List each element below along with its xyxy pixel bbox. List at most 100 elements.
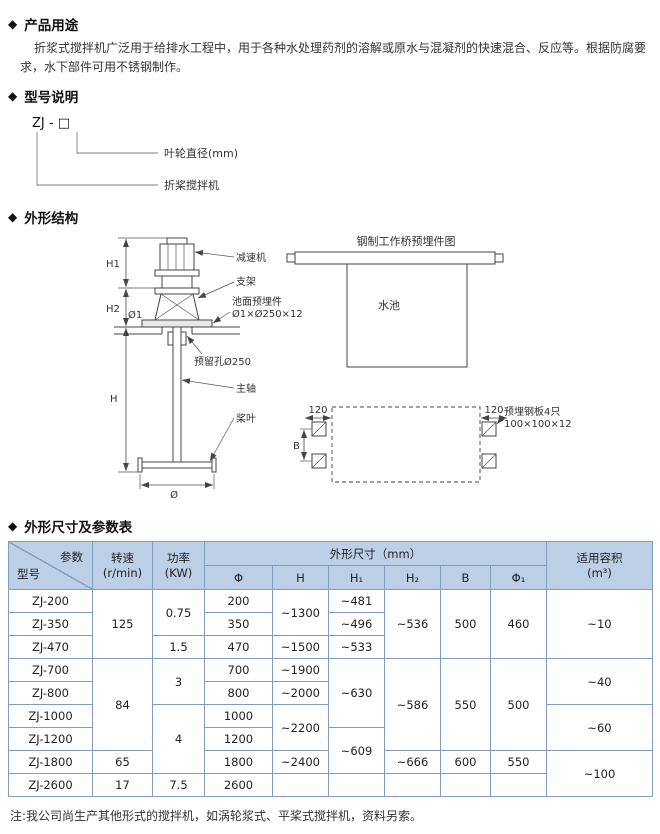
value-cell: ~586	[384, 658, 441, 752]
model-cell: ZJ-2600	[8, 773, 93, 798]
value-cell: 500	[440, 589, 491, 660]
work-bridge	[294, 251, 496, 265]
value-cell: 1000	[204, 704, 273, 729]
subheader-b: B	[440, 565, 491, 591]
diamond-icon: ◆	[8, 210, 18, 225]
diagonal-divider	[9, 542, 92, 589]
corner-header-cell: 参数 型号	[8, 541, 93, 591]
value-cell: 550	[440, 658, 491, 752]
value-cell: ~2400	[272, 750, 329, 775]
value-cell: 125	[92, 589, 153, 660]
model-cell: ZJ-1000	[8, 704, 93, 729]
section-title-model: ◆ 型号说明	[8, 86, 652, 106]
section-title-structure: ◆ 外形结构	[8, 207, 652, 227]
main-shaft	[172, 326, 182, 463]
structure-title: 外形结构	[24, 211, 79, 228]
bridge-plan-drawing: 钢制工作桥预埋件图 水池	[286, 235, 504, 368]
subheader-phi: Φ	[204, 565, 273, 591]
header-volume: 适用容积 (m³)	[546, 541, 653, 591]
model-leader-line	[76, 132, 158, 154]
value-cell: 700	[204, 658, 273, 683]
model-cell: ZJ-350	[8, 612, 93, 637]
usage-paragraph: 折浆式搅拌机广泛用于给排水工程中，用于各种水处理药剂的溶解或原水与混凝剂的快速混…	[20, 41, 647, 74]
value-cell: 460	[490, 589, 547, 660]
bridge-outline-dashed	[331, 406, 481, 483]
model-code: ZJ - □	[32, 116, 70, 131]
params-table-head: 参数 型号 转速 (r/min) 功率 (KW) 外形尺寸（mm） 适用容积 (…	[8, 541, 653, 591]
value-cell: ~2200	[272, 704, 329, 752]
dimension-lines: H1 H2 H Ø1 Ø	[106, 237, 215, 501]
usage-title: 产品用途	[24, 18, 79, 34]
dim-label-phi1: Ø1	[128, 309, 142, 321]
value-cell: 350	[204, 612, 273, 637]
model-cell: ZJ-1800	[8, 750, 93, 775]
value-cell: ~10	[546, 589, 653, 660]
value-cell: 65	[92, 750, 153, 775]
value-cell	[328, 773, 385, 798]
deck-embed-label-2: Ø1×Ø250×12	[232, 308, 303, 320]
embed-plate-layout-drawing: 120 120 B 预埋钢板4只 100×100×12	[293, 405, 572, 483]
subheader-phi1: Φ₁	[490, 565, 547, 591]
part-labels: 减速机 支架 池面预埋件 Ø1×Ø250×12 预留孔Ø250 主轴 桨叶	[181, 250, 303, 462]
dim-b-label: B	[293, 441, 300, 452]
value-cell: ~666	[384, 750, 441, 775]
shaft-label: 主轴	[236, 382, 256, 395]
value-cell: ~100	[546, 750, 653, 798]
bracket-label: 支架	[236, 276, 256, 288]
reserved-hole-label: 预留孔Ø250	[194, 355, 251, 368]
dim-label-h: H	[110, 394, 118, 405]
value-cell	[440, 773, 491, 798]
model-cell: ZJ-470	[8, 635, 93, 660]
corner-label-model: 型号	[17, 567, 40, 582]
value-cell: 17	[92, 773, 153, 798]
value-cell: ~481	[328, 589, 385, 614]
value-cell: 470	[204, 635, 273, 660]
value-cell: ~1500	[272, 635, 329, 660]
subheader-h: H	[272, 565, 329, 591]
value-cell: 1.5	[152, 635, 205, 660]
value-cell: ~533	[328, 635, 385, 660]
deck-embed-plate	[141, 319, 213, 328]
model-cell: ZJ-200	[8, 589, 93, 614]
model-diagram: ZJ - □ 叶轮直径(mm) 折桨搅拌机	[30, 111, 652, 199]
params-table: 参数 型号 转速 (r/min) 功率 (KW) 外形尺寸（mm） 适用容积 (…	[8, 541, 653, 798]
paddle-label: 桨叶	[236, 412, 256, 425]
model-diagram-svg: ZJ - □ 叶轮直径(mm) 折桨搅拌机	[32, 116, 238, 192]
value-cell: ~40	[546, 658, 653, 706]
subheader-h2: H₂	[384, 565, 441, 591]
mixer-elevation-drawing: H1 H2 H Ø1 Ø 减速机 支架 池面预埋件	[106, 237, 303, 501]
plate-dimensions: 120 120 B	[293, 405, 507, 462]
value-cell: ~1900	[272, 658, 329, 683]
value-cell	[272, 773, 329, 798]
table-row: ZJ-350 350 ~496	[8, 612, 653, 637]
dim-label-h1: H1	[106, 259, 120, 270]
value-cell: ~496	[328, 612, 385, 637]
dim-120-right: 120	[484, 405, 503, 416]
bridge-plan-title: 钢制工作桥预埋件图	[357, 235, 456, 248]
model-cell: ZJ-1200	[8, 727, 93, 752]
value-cell: ~2000	[272, 681, 329, 706]
value-cell: 2600	[204, 773, 273, 798]
reducer-label: 减速机	[236, 251, 266, 264]
plate-label-2: 100×100×12	[504, 419, 572, 430]
diamond-icon: ◆	[8, 519, 18, 534]
value-cell: 800	[204, 681, 273, 706]
value-cell: 1800	[204, 750, 273, 775]
value-cell: ~1300	[272, 589, 329, 637]
machine-type-label: 折桨搅拌机	[164, 178, 219, 192]
support-bracket	[154, 293, 200, 321]
plate-label-1: 预埋钢板4只	[504, 405, 560, 418]
value-cell	[490, 773, 547, 798]
table-title: 外形尺寸及参数表	[24, 520, 133, 537]
dim-120-left: 120	[308, 405, 327, 416]
value-cell: ~630	[328, 658, 385, 729]
value-cell	[384, 773, 441, 798]
header-speed: 转速 (r/min)	[92, 541, 153, 591]
